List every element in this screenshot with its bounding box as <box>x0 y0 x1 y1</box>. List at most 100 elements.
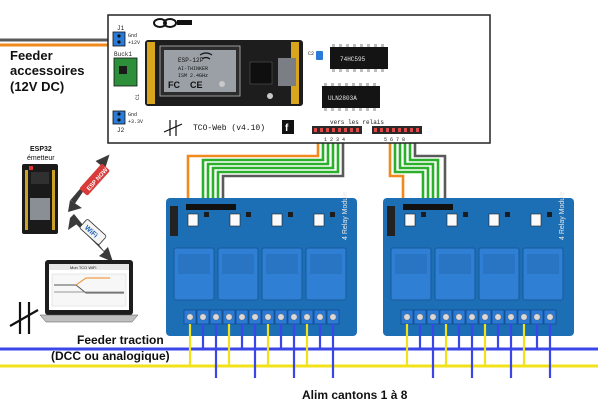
screw-icon <box>507 313 515 321</box>
optocoupler <box>313 213 325 227</box>
esp-chip-text-2: AI-THINKER <box>178 66 208 72</box>
board-logo-icon <box>282 120 294 134</box>
transistor <box>246 212 251 217</box>
module-pin-header <box>186 204 236 210</box>
laptop-screen-title: Mon TCO WiFi <box>70 265 96 270</box>
relay-top <box>222 254 254 274</box>
screw-icon <box>520 313 528 321</box>
relay-header-left <box>312 126 362 134</box>
track-symbol-icon <box>163 120 183 136</box>
nodemcu-module: ESP-12F AI-THINKER ISM 2.4GHz FC CE <box>145 40 303 106</box>
screw-icon <box>455 313 463 321</box>
ic-uln2803a-label: ULN2803A <box>328 95 357 102</box>
feeder-accessoires-voltage: (12V DC) <box>10 79 64 94</box>
screw-icon <box>225 313 233 321</box>
module-input-header <box>387 206 395 236</box>
optocoupler <box>187 213 199 227</box>
relay-numbers-left: 1 2 3 4 <box>324 137 345 143</box>
esp32-label: ESP32 <box>30 146 52 153</box>
feeder-accessoires-wires <box>0 38 113 47</box>
screw-icon <box>303 313 311 321</box>
infinity-logo-icon <box>153 18 192 28</box>
relay-top <box>395 254 427 274</box>
relay-module-label: 4 Relay Module <box>559 191 566 240</box>
screw-icon <box>481 313 489 321</box>
j2-33v-label: +3.3V <box>128 119 143 125</box>
relay-module-label: 4 Relay Module <box>342 191 349 240</box>
screw-icon <box>546 313 554 321</box>
esp-chip-text-1: ESP-12F <box>178 57 204 64</box>
screw-icon <box>494 313 502 321</box>
feeder-traction-label: Feeder traction <box>77 333 164 347</box>
buck-label: Buck1 <box>114 51 132 58</box>
transistor <box>421 212 426 217</box>
ic-74hc595-label: 74HC595 <box>340 56 366 63</box>
relay-top <box>266 254 298 274</box>
screw-icon <box>533 313 541 321</box>
j2-label: J2 <box>117 127 125 134</box>
laptop: Mon TCO WiFi <box>39 260 139 323</box>
canton-feed-wires <box>188 324 552 378</box>
transistor <box>463 212 468 217</box>
relay-top <box>439 254 471 274</box>
relay-numbers-right: 5 6 7 8 <box>384 137 405 143</box>
j2-connector <box>112 110 126 125</box>
screw-icon <box>329 313 337 321</box>
screw-icon <box>212 313 220 321</box>
relay-wires <box>186 140 447 203</box>
esp32-sublabel: émetteur <box>27 155 55 162</box>
screw-icon <box>277 313 285 321</box>
ic-uln2803a: ULN2803A <box>322 83 380 111</box>
esp-chip-text-3: ISM 2.4GHz <box>178 73 208 79</box>
board-title: TCO-Web (v4.10) <box>193 124 265 133</box>
relay-top <box>178 254 210 274</box>
screw-icon <box>290 313 298 321</box>
feeder-accessoires-label-2: accessoires <box>10 63 84 78</box>
screw-icon <box>186 313 194 321</box>
j1-label: J1 <box>117 25 125 32</box>
optocoupler <box>446 213 458 227</box>
optocoupler <box>530 213 542 227</box>
module-input-header <box>170 206 178 236</box>
wifi-badge: WiFi <box>79 219 107 245</box>
dcc-label: (DCC ou analogique) <box>51 349 170 363</box>
j1-gnd-label: Gnd <box>128 33 137 39</box>
tco-web-board: J1 Gnd +12V Buck1 C1 Gnd +3.3V J2 ESP-12… <box>107 14 491 144</box>
j1-12v-label: +12V <box>128 40 140 46</box>
screw-icon <box>251 313 259 321</box>
transistor <box>204 212 209 217</box>
screw-icon <box>199 313 207 321</box>
screw-icon <box>416 313 424 321</box>
relay-top <box>310 254 342 274</box>
feeder-accessoires-label: Feeder <box>10 48 53 63</box>
j1-connector <box>112 31 126 47</box>
j2-gnd-label: Gnd <box>128 112 137 118</box>
esp32-board <box>22 164 58 234</box>
espnow-badge: ESP NOW <box>79 164 110 196</box>
relais-label: vers les relais <box>330 119 384 126</box>
screw-icon <box>429 313 437 321</box>
transistor <box>505 212 510 217</box>
relay-top <box>527 254 559 274</box>
module-pin-header <box>403 204 453 210</box>
relay-header-right <box>372 126 422 134</box>
transistor <box>288 212 293 217</box>
c1-label: C1 <box>135 94 141 100</box>
alim-cantons-label: Alim cantons 1 à 8 <box>302 388 408 402</box>
track-symbol-large-icon <box>9 302 39 334</box>
relay-top <box>483 254 515 274</box>
screw-icon <box>238 313 246 321</box>
optocoupler <box>404 213 416 227</box>
transistor <box>330 212 335 217</box>
relay-module-2: 4 Relay Module <box>383 191 574 336</box>
screw-icon <box>403 313 411 321</box>
relay-module-1: 4 Relay Module <box>166 191 357 336</box>
optocoupler <box>271 213 283 227</box>
optocoupler <box>488 213 500 227</box>
screw-icon <box>468 313 476 321</box>
transistor <box>547 212 552 217</box>
svg-text:f: f <box>285 123 289 134</box>
c2-label: C2 <box>308 51 314 57</box>
fc-mark: FC <box>168 80 180 90</box>
